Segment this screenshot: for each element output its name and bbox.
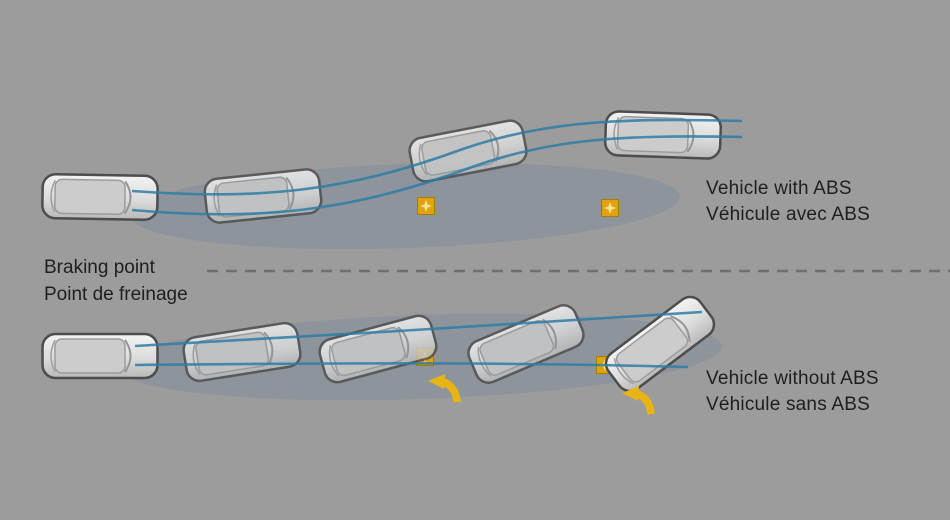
braking-point-label-fr: Point de freinage	[44, 284, 188, 305]
abs-trajectory-line-lower	[131, 135, 743, 216]
car-with-abs-1	[40, 172, 160, 222]
car-without-abs-1	[41, 332, 159, 380]
car-with-abs-4	[603, 109, 723, 161]
without-abs-scene	[41, 290, 722, 414]
with-abs-scene	[40, 109, 743, 250]
no-abs-skid-line-upper	[134, 310, 703, 348]
no-abs-skid-line-lower	[134, 362, 689, 369]
hazard-marker-icon	[417, 197, 435, 215]
braking-point-label-en: Braking point	[44, 257, 155, 278]
without-abs-label-en: Vehicle without ABS	[706, 368, 879, 389]
braking-point-label: Braking point Point de freinage	[44, 254, 188, 308]
abs-trajectory-line-upper	[131, 118, 743, 196]
without-abs-label-fr: Véhicule sans ABS	[706, 394, 870, 415]
without-abs-label: Vehicle without ABS Véhicule sans ABS	[706, 366, 879, 418]
hazard-marker-icon	[601, 199, 619, 217]
with-abs-label-en: Vehicle with ABS	[706, 178, 852, 199]
with-abs-label: Vehicle with ABS Véhicule avec ABS	[706, 176, 870, 228]
with-abs-label-fr: Véhicule avec ABS	[706, 204, 870, 225]
